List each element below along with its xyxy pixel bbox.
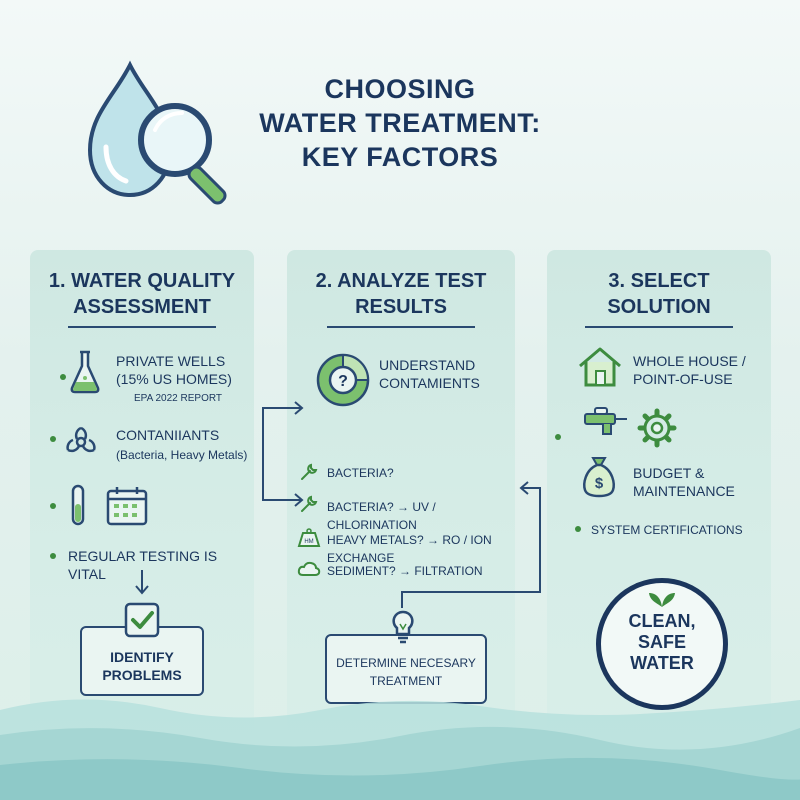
identify-problems-box: IDENTIFY PROBLEMS <box>80 626 204 696</box>
flask-icon <box>70 350 100 394</box>
wrench-icon <box>301 495 318 512</box>
lightbulb-icon <box>392 610 414 644</box>
contaminants-text: CONTANIIANTS <box>116 427 220 443</box>
hm-label: HM <box>304 539 313 545</box>
budget-maintenance-text: BUDGET & MAINTENANCE <box>633 465 735 499</box>
bacteria-uv-text: BACTERIA? → UV / CHLORINATION <box>327 500 436 532</box>
faucet-icon <box>584 407 627 435</box>
water-waves <box>0 699 800 800</box>
regular-testing-text: REGULAR TESTING IS VITAL <box>68 548 218 582</box>
wrench-icon <box>301 463 318 480</box>
leaf-icon <box>649 593 675 607</box>
contaminants-detail: (Bacteria, Heavy Metals) <box>116 448 248 462</box>
calendar-icon <box>106 487 148 526</box>
down-arrow-icon <box>135 570 149 595</box>
connector-arrow <box>262 401 304 507</box>
panel-3-divider <box>585 326 733 328</box>
system-certifications-text: SYSTEM CERTIFICATIONS <box>591 523 743 537</box>
panel-1-divider <box>68 326 216 328</box>
private-wells-source: EPA 2022 REPORT <box>134 393 223 404</box>
biohazard-icon <box>66 426 96 453</box>
bullet-dot <box>575 526 581 532</box>
panel-analyze-results: 2. ANALYZE TEST RESULTS ? UNDERSTAND CON… <box>287 250 515 750</box>
panel-3-heading: 3. SELECT SOLUTION <box>607 270 711 318</box>
heavy-metals-text: HEAVY METALS? → RO / ION EXCHANGE <box>327 533 492 565</box>
page-title: CHOOSING WATER TREATMENT: KEY FACTORS <box>259 74 541 172</box>
test-tube-icon <box>71 484 85 526</box>
money-bag-icon: $ <box>583 457 615 498</box>
svg-text:$: $ <box>595 475 604 492</box>
water-drop-magnifier-icon <box>87 60 227 205</box>
connector-arrow <box>401 481 541 608</box>
svg-text:?: ? <box>338 373 348 390</box>
private-wells-text: PRIVATE WELLS (15% US HOMES) <box>116 353 232 387</box>
bullet-dot <box>50 553 56 559</box>
badge-line-clean: CLEAN, <box>628 611 696 631</box>
cloud-icon <box>297 561 321 576</box>
panel-2-heading: 2. ANALYZE TEST RESULTS <box>315 270 487 318</box>
bullet-dot <box>50 503 56 509</box>
panel-2-divider <box>327 326 475 328</box>
badge-line-safe: SAFE <box>637 632 686 652</box>
panel-1-heading: 1. WATER QUALITY ASSESSMENT <box>48 270 236 318</box>
weight-icon: HM <box>297 528 321 547</box>
gear-icon <box>637 408 677 448</box>
bullet-dot <box>50 436 56 442</box>
whole-house-text: WHOLE HOUSE / POINT-OF-USE <box>633 353 746 387</box>
bullet-dot <box>555 434 561 440</box>
understand-contaminants-text: UNDERSTAND CONTAMIENTS <box>379 357 480 391</box>
badge-line-water: WATER <box>630 653 694 673</box>
bullet-dot <box>60 374 66 380</box>
clean-safe-water-badge: CLEAN, SAFE WATER <box>596 578 728 710</box>
bacteria-question-text: BACTERIA? <box>327 466 394 480</box>
question-chart-icon: ? <box>316 353 370 407</box>
house-icon <box>579 347 621 387</box>
sediment-text: SEDIMENT? → FILTRATION <box>327 564 483 578</box>
panel-water-quality: 1. WATER QUALITY ASSESSMENT PRIVATE WELL… <box>30 250 254 750</box>
checkbox-icon <box>124 602 160 638</box>
